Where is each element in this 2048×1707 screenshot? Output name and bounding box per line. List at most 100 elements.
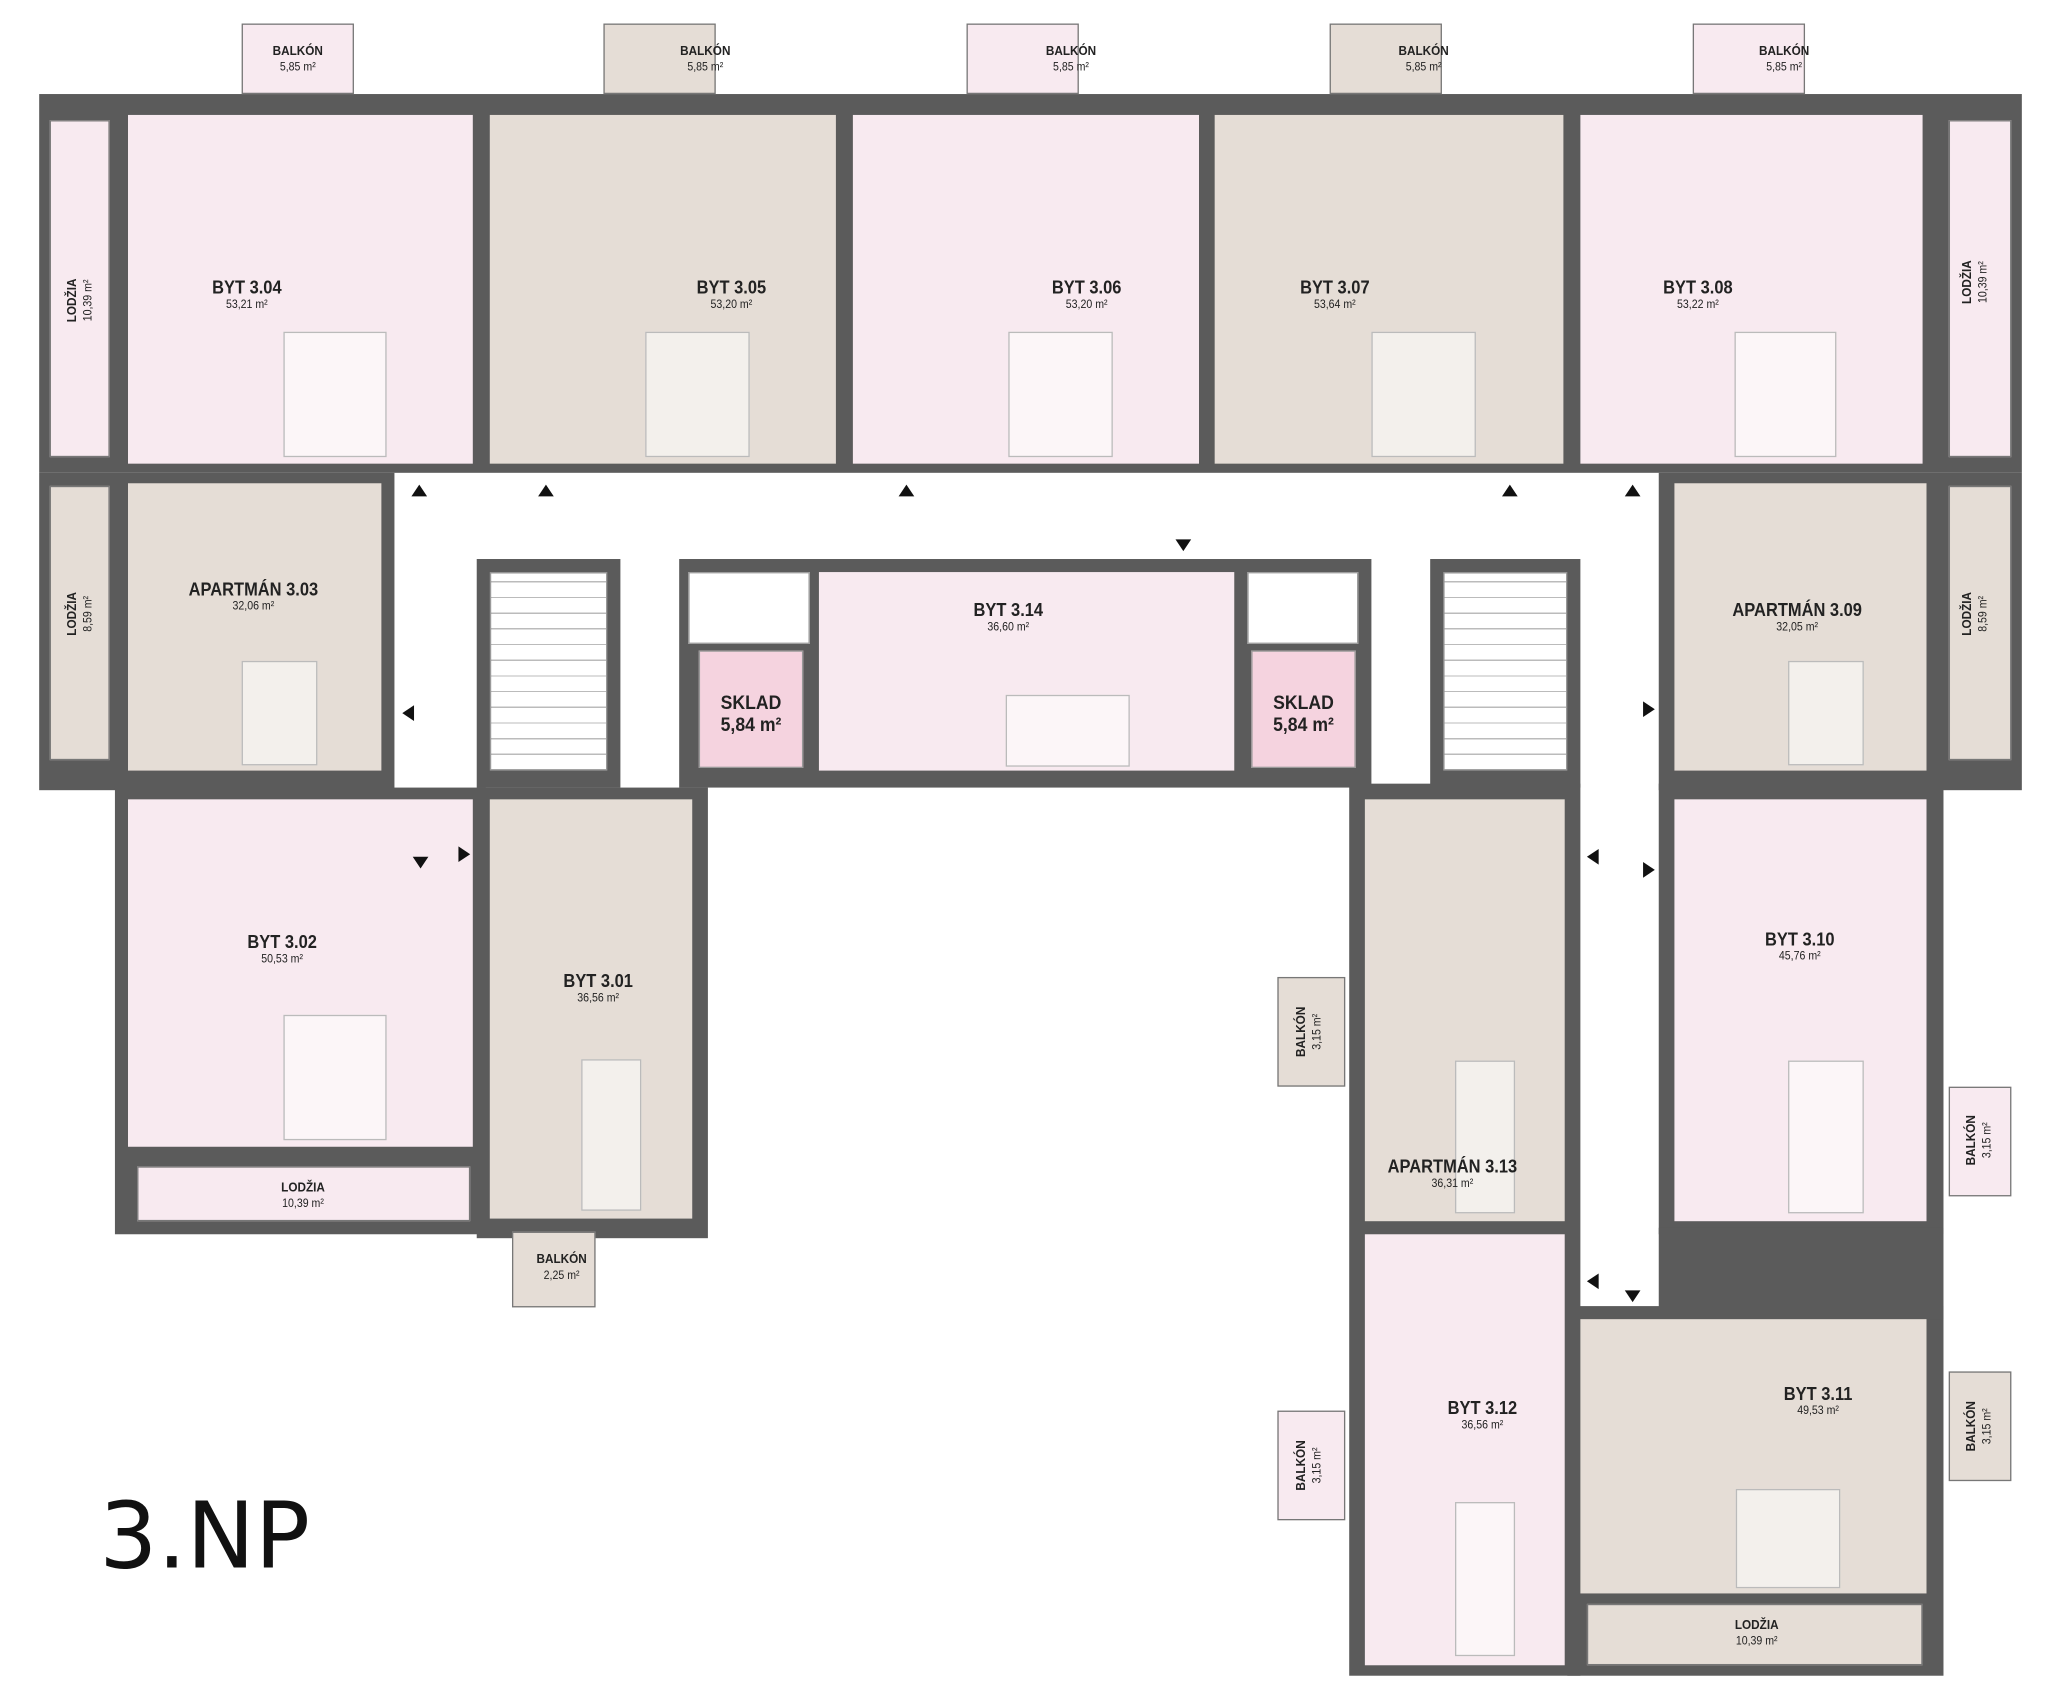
entrance-arrow-icon bbox=[1624, 484, 1641, 497]
room-name: LODŽIA bbox=[65, 591, 80, 636]
exterior-balkon-3-07[interactable] bbox=[1329, 23, 1442, 95]
room-area: 2,25 m² bbox=[543, 1267, 580, 1281]
room-area: 36,31 m² bbox=[1431, 1176, 1474, 1190]
unit-sklad-l[interactable] bbox=[698, 650, 804, 768]
room-area: 5,85 m² bbox=[1053, 59, 1089, 73]
unit-sklad-r[interactable] bbox=[1251, 650, 1356, 768]
room-name: LODŽIA bbox=[1960, 260, 1975, 304]
entrance-arrow-icon bbox=[1624, 1290, 1641, 1303]
room-area: 3,15 m² bbox=[1979, 1122, 1993, 1159]
room-area: 50,53 m² bbox=[261, 951, 303, 966]
room-name: BALKÓN bbox=[1964, 1401, 1979, 1452]
room-name: APARTMÁN 3.13 bbox=[1387, 1155, 1518, 1177]
room-name: SKLAD bbox=[720, 691, 782, 715]
exterior-lodzia-3-08[interactable] bbox=[1948, 120, 2012, 458]
room-name: BYT 3.14 bbox=[973, 599, 1044, 621]
room-area: 32,06 m² bbox=[232, 599, 275, 613]
exterior-balkon-3-05[interactable] bbox=[603, 23, 716, 95]
room-name: BALKÓN bbox=[1045, 44, 1097, 59]
room-area: 36,56 m² bbox=[1461, 1418, 1504, 1432]
room-area: 10,39 m² bbox=[80, 279, 94, 322]
bathroom bbox=[1371, 331, 1477, 457]
room-name: BALKÓN bbox=[680, 44, 731, 59]
bathroom bbox=[1734, 331, 1838, 457]
entrance-arrow-icon bbox=[412, 856, 429, 869]
exterior-balkon-3-06[interactable] bbox=[966, 23, 1079, 95]
exterior-lodzia-3-09[interactable] bbox=[1948, 485, 2012, 761]
exterior-lodzia-3-04[interactable] bbox=[49, 120, 110, 458]
room-area: 32,05 m² bbox=[1776, 620, 1819, 634]
room-name: BALKÓN bbox=[272, 44, 323, 59]
room-area: 53,21 m² bbox=[225, 297, 268, 311]
entrance-arrow-icon bbox=[458, 846, 471, 863]
entrance-arrow-icon bbox=[1175, 539, 1192, 552]
room-name: BYT 3.12 bbox=[1447, 1397, 1518, 1419]
room-area: 3,15 m² bbox=[1979, 1408, 1993, 1445]
bathroom bbox=[1787, 661, 1864, 765]
floor-title: 3.NP bbox=[99, 1482, 311, 1590]
exterior-balkon-3-04[interactable] bbox=[241, 23, 354, 95]
room-area: 36,56 m² bbox=[577, 991, 620, 1005]
room-name: APARTMÁN 3.09 bbox=[1732, 599, 1862, 621]
exterior-balkon-3-11[interactable] bbox=[1948, 1371, 2012, 1482]
room-area: 53,20 m² bbox=[1065, 297, 1108, 311]
room-name: BALKÓN bbox=[1398, 44, 1449, 59]
bathroom bbox=[1736, 1489, 1840, 1588]
exterior-balkon-3-13[interactable] bbox=[1277, 976, 1346, 1087]
room-name: APARTMÁN 3.03 bbox=[188, 578, 319, 600]
room-area: 10,39 m² bbox=[1975, 261, 1989, 304]
bathroom bbox=[1454, 1501, 1515, 1657]
exterior-lodzia-3-02[interactable] bbox=[137, 1166, 471, 1222]
room-area: 8,59 m² bbox=[80, 595, 94, 632]
room-name: BYT 3.02 bbox=[247, 930, 317, 952]
room-name: BALKÓN bbox=[1294, 1006, 1309, 1057]
room-name: BALKÓN bbox=[536, 1252, 587, 1268]
west-staircase bbox=[489, 572, 608, 771]
bathroom bbox=[580, 1059, 642, 1211]
exterior-lodzia-3-11[interactable] bbox=[1586, 1603, 1923, 1666]
bathroom bbox=[283, 331, 387, 457]
room-area: 10,39 m² bbox=[1735, 1633, 1778, 1647]
room-name: BALKÓN bbox=[1294, 1440, 1309, 1491]
entrance-arrow-icon bbox=[1586, 1273, 1599, 1290]
bathroom bbox=[242, 661, 319, 765]
bathroom bbox=[1454, 1060, 1515, 1213]
room-name: BYT 3.04 bbox=[212, 276, 282, 298]
exterior-balkon-3-12[interactable] bbox=[1277, 1410, 1346, 1521]
wall-3-11-upper bbox=[1658, 1227, 1944, 1320]
entrance-arrow-icon bbox=[402, 705, 415, 721]
room-area: 45,76 m² bbox=[1778, 949, 1821, 963]
room-name: BALKÓN bbox=[1964, 1115, 1979, 1166]
room-area: 53,64 m² bbox=[1313, 297, 1356, 311]
entrance-arrow-icon bbox=[1586, 848, 1599, 865]
exterior-balkon-3-10[interactable] bbox=[1948, 1086, 2012, 1197]
exterior-balkon-3-01[interactable] bbox=[511, 1231, 596, 1308]
closet-east bbox=[1247, 572, 1359, 644]
room-area: 10,39 m² bbox=[282, 1195, 324, 1209]
room-name: BYT 3.05 bbox=[696, 276, 767, 298]
exterior-balkon-3-08[interactable] bbox=[1692, 23, 1806, 95]
exterior-lodzia-3-03[interactable] bbox=[49, 485, 110, 761]
room-area: 5,85 m² bbox=[279, 59, 316, 73]
